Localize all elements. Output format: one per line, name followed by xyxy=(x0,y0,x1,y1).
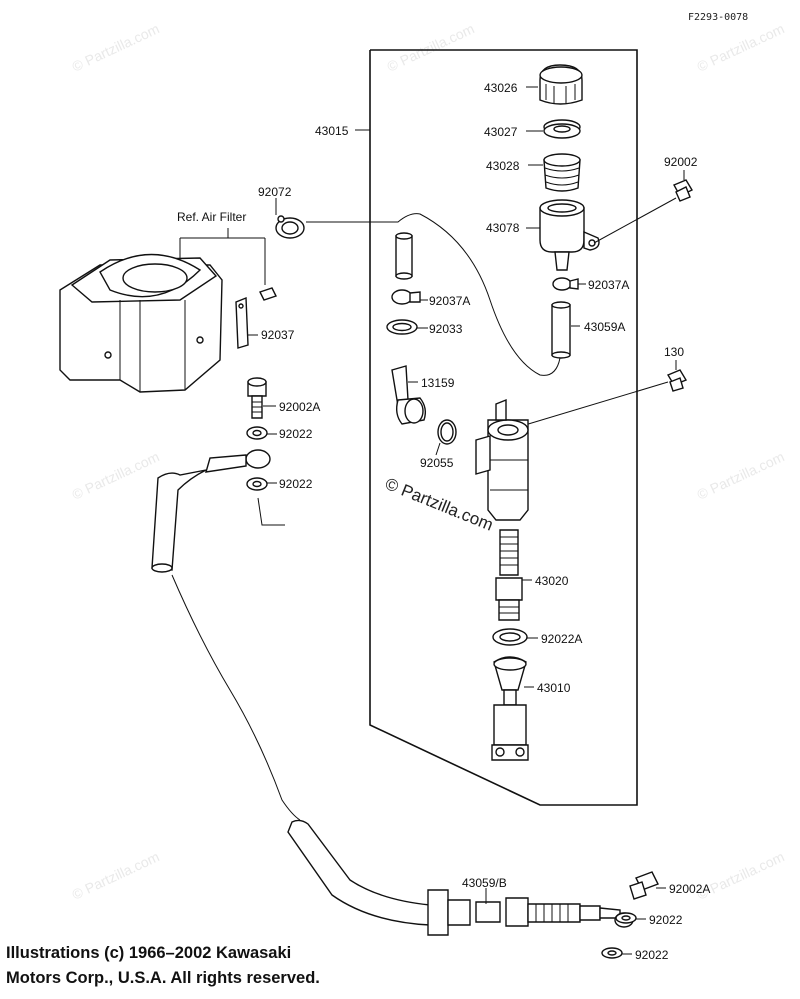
washer-icon xyxy=(246,426,268,440)
banjo-bolt-icon xyxy=(629,871,659,900)
breather-route xyxy=(306,213,561,376)
circlip-icon xyxy=(386,319,418,335)
washer-icon xyxy=(601,947,623,959)
watermark: © Partzilla.com xyxy=(70,20,162,74)
part-number-92037: 92037 xyxy=(261,328,295,342)
banjo-fitting-icon xyxy=(205,449,271,473)
part-labels: 43015 43026 43027 43028 43078 92002 9203… xyxy=(258,81,710,962)
part-number-43027: 43027 xyxy=(484,125,518,139)
clamp-icon xyxy=(391,289,421,305)
part-number-92055: 92055 xyxy=(420,456,454,470)
brake-hose-icon xyxy=(151,469,634,936)
part-number-92002a: 92002A xyxy=(669,882,710,896)
part-number-92037a: 92037A xyxy=(588,278,629,292)
part-number-92033: 92033 xyxy=(429,322,463,336)
push-rod-icon xyxy=(491,656,529,761)
reservoir-hose-icon xyxy=(551,301,571,359)
part-number-92022a: 92022A xyxy=(541,632,582,646)
hose-connector-icon xyxy=(391,365,427,425)
watermark: © Partzilla.com xyxy=(695,448,787,502)
part-number-43078: 43078 xyxy=(486,221,520,235)
leader-line xyxy=(435,442,441,456)
washer-icon xyxy=(615,912,637,924)
cap-plate-icon xyxy=(543,119,581,139)
part-number-92022: 92022 xyxy=(649,913,683,927)
watermark-center: © Partzilla.com xyxy=(383,474,496,535)
copyright-line-1: Illustrations (c) 1966–2002 Kawasaki xyxy=(6,944,292,962)
air-filter-housing-icon xyxy=(59,253,223,393)
diagram-code: F2293-0078 xyxy=(688,12,748,23)
part-number-43015: 43015 xyxy=(315,124,349,138)
circlip-icon xyxy=(492,628,528,646)
watermark: © Partzilla.com xyxy=(70,848,162,902)
part-number-43059b: 43059/B xyxy=(462,876,507,890)
part-number-43026: 43026 xyxy=(484,81,518,95)
part-number-92022: 92022 xyxy=(279,477,313,491)
part-number-92022: 92022 xyxy=(635,948,669,962)
piston-kit-icon xyxy=(495,529,523,621)
part-number-92002a: 92002A xyxy=(279,400,320,414)
banjo-bolt-icon xyxy=(247,377,267,419)
watermark: © Partzilla.com xyxy=(385,20,477,74)
diaphragm-icon xyxy=(543,153,581,192)
assembly-boundary xyxy=(369,49,638,806)
reservoir-cap-icon xyxy=(539,64,583,105)
o-ring-icon xyxy=(437,419,457,445)
part-number-43028: 43028 xyxy=(486,159,520,173)
copyright-line-2: Motors Corp., U.S.A. All rights reserved… xyxy=(6,969,320,987)
watermark: © Partzilla.com xyxy=(70,448,162,502)
bolt-icon xyxy=(666,369,688,392)
watermark: © Partzilla.com xyxy=(695,20,787,74)
part-number-43020: 43020 xyxy=(535,574,569,588)
washer-icon xyxy=(246,477,268,491)
part-number-13159: 13159 xyxy=(421,376,455,390)
hose-clip-icon xyxy=(275,215,305,239)
breather-hose-icon xyxy=(395,232,413,280)
part-number-43010: 43010 xyxy=(537,681,571,695)
ref-air-filter-label: Ref. Air Filter xyxy=(177,210,246,224)
part-number-92022: 92022 xyxy=(279,427,313,441)
leader-line xyxy=(514,381,669,429)
bracket-icon xyxy=(235,296,249,349)
part-number-92037a: 92037A xyxy=(429,294,470,308)
reservoir-body-icon xyxy=(539,199,600,271)
clamp-icon xyxy=(552,277,579,291)
part-number-92072: 92072 xyxy=(258,185,292,199)
part-number-43059a: 43059A xyxy=(584,320,625,334)
screw-icon xyxy=(259,287,277,301)
master-cylinder-body-icon xyxy=(475,398,529,521)
leader-line xyxy=(593,197,677,244)
bolt-icon xyxy=(673,179,693,202)
part-number-130: 130 xyxy=(664,345,684,359)
leader-line xyxy=(257,497,285,526)
part-number-92002: 92002 xyxy=(664,155,698,169)
